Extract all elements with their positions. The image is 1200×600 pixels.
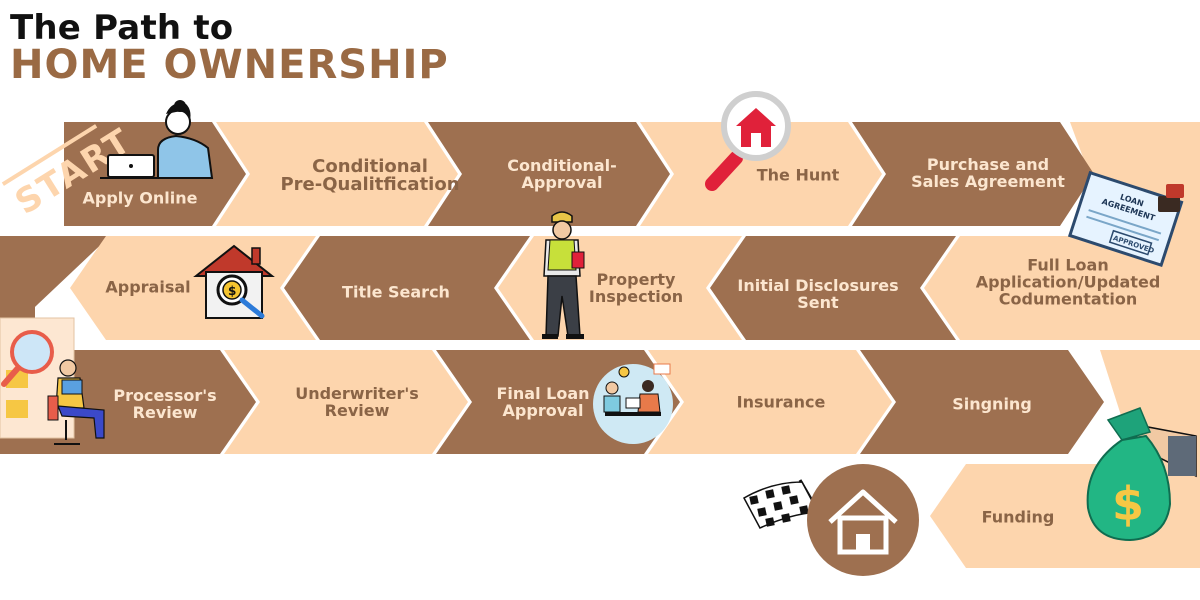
step-label-the-hunt: The Hunt xyxy=(756,165,840,185)
svg-text:$: $ xyxy=(228,284,236,298)
chevron-singning xyxy=(860,350,1104,454)
step-label-insurance: Insurance xyxy=(736,392,826,412)
step-label-conditional-approval: Conditional- Approval xyxy=(507,156,617,192)
house-dollar-search-icon: $ xyxy=(193,244,275,319)
step-label-funding: Funding xyxy=(981,507,1055,527)
title-line-1: The Path to xyxy=(10,8,234,48)
step-label-final-loan-approval: Final Loan Approval xyxy=(496,384,590,420)
svg-text:$: $ xyxy=(1112,477,1144,531)
meeting-icon xyxy=(593,363,673,444)
chevron-underwriters-review xyxy=(224,350,468,454)
chevron-the-hunt xyxy=(640,122,882,226)
loan-agreement-icon: LOAN AGREEMENT APPROVED xyxy=(1067,170,1184,268)
step-label-processors-review: Processor's Review xyxy=(113,386,217,422)
inspector-icon xyxy=(542,211,585,339)
step-label-purchase-agreement: Purchase and Sales Agreement xyxy=(911,155,1065,191)
chevron-purchase-agreement xyxy=(852,122,1094,226)
step-label-initial-disclosures: Initial Disclosures Sent xyxy=(737,276,899,312)
stamp-icon xyxy=(1158,184,1184,212)
chevron-full-loan-application xyxy=(924,236,1200,340)
chevron-pre-qualification xyxy=(216,122,458,226)
step-label-full-loan-application: Full Loan Application/Updated Codumentat… xyxy=(975,255,1161,309)
title-line-2: HOME OWNERSHIP xyxy=(10,42,449,88)
home-icon xyxy=(807,464,919,576)
step-label-pre-qualification: Conditional Pre-Qualitfication xyxy=(280,156,460,195)
step-label-singning: Singning xyxy=(952,394,1032,414)
step-label-apply-online: Apply Online xyxy=(82,188,198,208)
magnifier-house-icon xyxy=(705,91,791,191)
step-label-property-inspection: Property Inspection xyxy=(588,270,684,306)
chevron-title-search xyxy=(284,236,530,340)
chevron-initial-disclosures xyxy=(710,236,956,340)
chevron-insurance xyxy=(648,350,892,454)
money-bag-icon: $ xyxy=(1086,407,1197,542)
office-search-icon xyxy=(0,317,105,445)
person-laptop-icon xyxy=(100,100,214,179)
chevron-conditional-approval xyxy=(428,122,670,226)
step-label-appraisal: Appraisal xyxy=(105,277,191,297)
step-label-title-search: Title Search xyxy=(342,282,450,302)
step-label-underwriters-review: Underwriter's Review xyxy=(295,384,419,420)
